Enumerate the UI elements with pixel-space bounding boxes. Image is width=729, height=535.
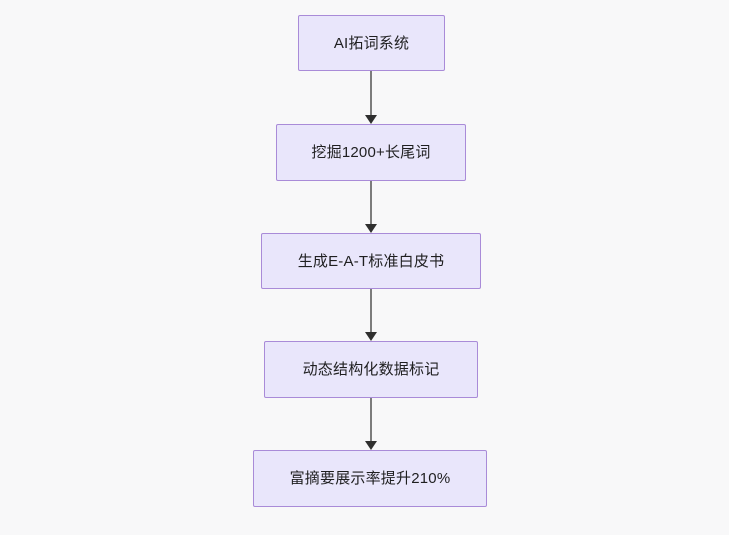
flow-node-label: 动态结构化数据标记 [302, 361, 440, 378]
flow-node-mine-longtail-keywords[interactable]: 挖掘1200+长尾词 [276, 124, 466, 181]
flow-node-label: 富摘要展示率提升210% [289, 470, 451, 487]
flow-connector-4 [364, 398, 378, 450]
arrow-down-icon [365, 224, 377, 233]
flow-node-label: 生成E-A-T标准白皮书 [297, 252, 445, 270]
flow-connector-1 [364, 71, 378, 124]
flow-node-label: AI拓词系统 [333, 34, 410, 52]
flow-node-dynamic-structured-data-markup[interactable]: 动态结构化数据标记 [264, 341, 478, 398]
connector-line [370, 71, 372, 116]
arrow-down-icon [365, 332, 377, 341]
flow-connector-3 [364, 289, 378, 341]
flow-node-ai-keyword-system[interactable]: AI拓词系统 [298, 15, 445, 71]
connector-line [370, 398, 372, 442]
flow-node-generate-eat-whitepaper[interactable]: 生成E-A-T标准白皮书 [261, 233, 481, 289]
flow-node-label: 挖掘1200+长尾词 [311, 144, 431, 161]
connector-line [370, 181, 372, 225]
flow-node-rich-snippet-rate-increase[interactable]: 富摘要展示率提升210% [253, 450, 487, 507]
flow-connector-2 [364, 181, 378, 233]
arrow-down-icon [365, 441, 377, 450]
arrow-down-icon [365, 115, 377, 124]
connector-line [370, 289, 372, 333]
